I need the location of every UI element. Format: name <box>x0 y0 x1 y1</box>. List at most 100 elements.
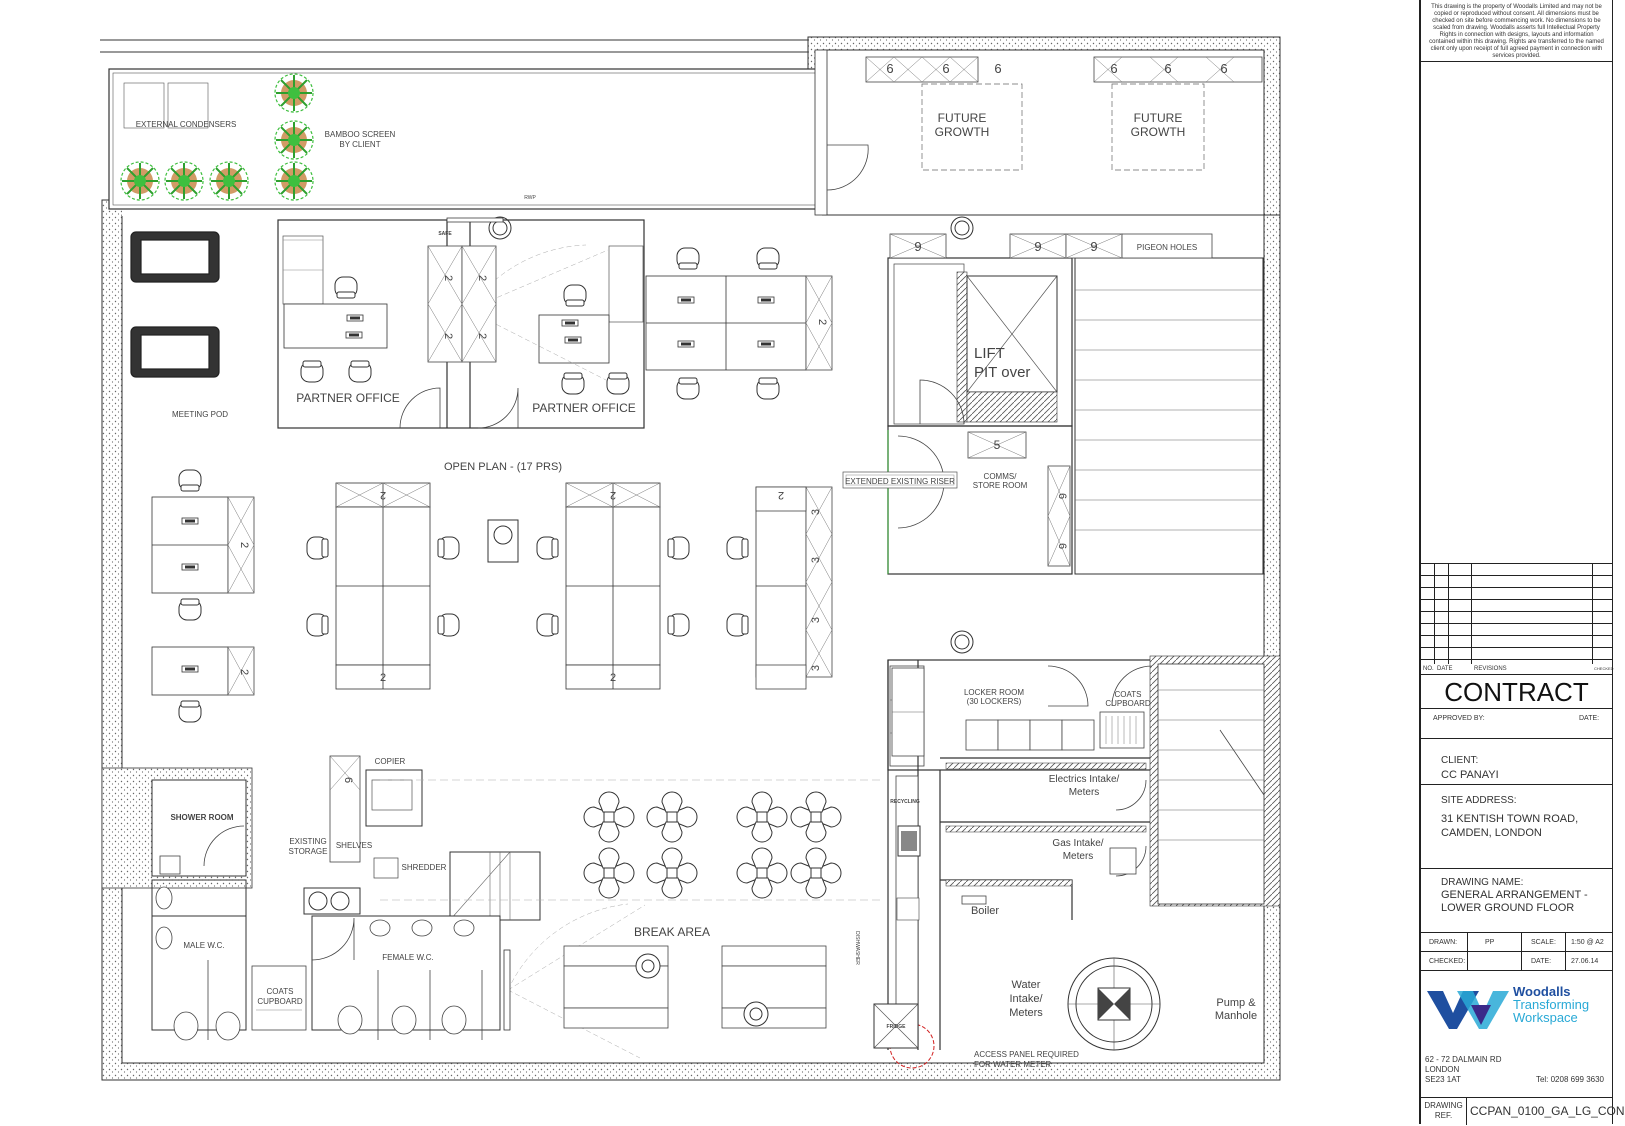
address-line3: SE23 1AT <box>1425 1075 1461 1084</box>
drawing-name-line2: LOWER GROUND FLOOR <box>1441 902 1575 914</box>
fridge-label: FRIDGE <box>887 1024 907 1030</box>
count-tl-3: 6 <box>994 61 1001 76</box>
client-panel: CLIENT: CC PANAYI <box>1421 739 1612 785</box>
scale-value: 1:50 @ A2 <box>1571 939 1604 946</box>
drawing-ref-value: CCPAN_0100_GA_LG_CON <box>1470 1104 1625 1118</box>
lift-storage-count: 9 <box>914 239 921 254</box>
count-tr-2: 6 <box>1164 61 1171 76</box>
date-label: DATE: <box>1531 958 1552 965</box>
count-tr-1: 6 <box>1110 61 1117 76</box>
recycling-label: RECYCLING <box>890 799 920 805</box>
coats-cupboard-2-label-1: COATS <box>267 987 294 996</box>
site-address-label: SITE ADDRESS: <box>1441 795 1517 806</box>
company-panel: Woodalls Transforming Workspace 62 - 72 … <box>1421 971 1612 1095</box>
rwp-label: RWP <box>524 195 536 201</box>
existing-storage-label-1: EXISTING <box>289 837 326 846</box>
drawing-name-line1: GENERAL ARRANGEMENT - <box>1441 889 1588 901</box>
pump-label-2: Manhole <box>1215 1010 1257 1022</box>
extended-riser-label: EXTENDED EXISTING RISER <box>845 477 955 486</box>
future-growth-2-line2: GROWTH <box>1131 125 1186 139</box>
approved-by-label: APPROVED BY: <box>1433 715 1485 722</box>
pigeon-count-1: 9 <box>1034 239 1041 254</box>
comms-label-2: STORE ROOM <box>973 481 1028 490</box>
desk-end-count-2: 2 <box>238 542 250 548</box>
contract-status: CONTRACT <box>1444 677 1589 707</box>
pigeon-count-2: 9 <box>1090 239 1097 254</box>
floor-plan: EXTERNAL CONDENSERS BAMBOO SCREEN BY CLI… <box>100 36 1281 1081</box>
shower-room-label: SHOWER ROOM <box>170 813 233 822</box>
rev-revisions-header: REVISIONS <box>1474 666 1507 672</box>
comms-label-1: COMMS/ <box>984 472 1018 481</box>
desk-end-count-12: 3 <box>810 665 822 671</box>
locker-room-label-1: LOCKER ROOM <box>964 688 1024 697</box>
title-block: This drawing is the property of Woodalls… <box>1419 0 1625 1125</box>
water-label-3: Meters <box>1009 1007 1043 1019</box>
coats-cupboard-1-label-1: COATS <box>1115 690 1142 699</box>
scale-label: SCALE: <box>1531 939 1556 946</box>
pump-label-1: Pump & <box>1216 997 1256 1009</box>
pigeon-holes-label: PIGEON HOLES <box>1137 243 1197 252</box>
bamboo-screen-label-2: BY CLIENT <box>339 140 380 149</box>
date-value: 27.06.14 <box>1571 958 1599 965</box>
drawing-ref-label: DRAWING REF. <box>1421 1098 1467 1125</box>
safe-count-1: 2 <box>442 275 454 281</box>
shelves-label: SHELVES <box>336 841 372 850</box>
partner-office-1-label: PARTNER OFFICE <box>296 391 400 405</box>
client-name: CC PANAYI <box>1441 769 1499 781</box>
ownership-notice: This drawing is the property of Woodalls… <box>1429 4 1604 59</box>
partner-office-2-label: PARTNER OFFICE <box>532 401 636 415</box>
desk-end-count-9: 3 <box>810 509 822 515</box>
logo-wordmark: Woodalls <box>1513 984 1571 999</box>
riser-count-1: 6 <box>1056 493 1068 499</box>
revisions-header: NO. DATE REVISIONS CHECKED <box>1421 663 1614 675</box>
rev-check-header: CHECKED <box>1594 666 1614 671</box>
gas-label-1: Gas Intake/ <box>1052 838 1103 849</box>
address-line2: LONDON <box>1425 1065 1460 1074</box>
desk-end-count-8: 2 <box>778 489 784 501</box>
desk-end-count-3: 2 <box>238 669 250 675</box>
existing-storage-label-2: STORAGE <box>289 847 328 856</box>
meeting-pod-label: MEETING POD <box>172 410 228 419</box>
safe-count-4: 2 <box>476 333 488 339</box>
locker-room-label-2: (30 LOCKERS) <box>967 697 1022 706</box>
logo-tagline-1: Transforming <box>1513 997 1590 1012</box>
checked-row: CHECKED: DATE: 27.06.14 <box>1421 952 1612 971</box>
female-wc-label: FEMALE W.C. <box>382 953 434 962</box>
site-address-line1: 31 KENTISH TOWN ROAD, <box>1441 813 1579 825</box>
water-label-2: Intake/ <box>1009 993 1043 1005</box>
checked-label: CHECKED: <box>1429 958 1466 965</box>
riser-count-2: 6 <box>1056 543 1068 549</box>
desk-end-count-1: 2 <box>816 319 828 325</box>
desk-end-count-6: 2 <box>610 489 616 501</box>
drawn-value: PP <box>1485 939 1495 946</box>
client-label: CLIENT: <box>1441 755 1479 766</box>
future-growth-1-line1: FUTURE <box>938 111 987 125</box>
company-address: 62 - 72 DALMAIN RD LONDON SE23 1AT <box>1425 1055 1501 1085</box>
electrics-label-2: Meters <box>1069 787 1100 798</box>
approval-date-label: DATE: <box>1579 715 1600 722</box>
desk-end-count-4: 2 <box>380 489 386 501</box>
approval-panel: APPROVED BY: DATE: <box>1421 709 1612 739</box>
external-condensers-label: EXTERNAL CONDENSERS <box>136 120 237 129</box>
count-tr-3: 6 <box>1220 61 1227 76</box>
electrics-label-1: Electrics Intake/ <box>1049 774 1120 785</box>
site-panel: SITE ADDRESS: 31 KENTISH TOWN ROAD, CAMD… <box>1421 785 1612 869</box>
desk-end-count-5: 2 <box>380 672 386 684</box>
drawing-ref-row: DRAWING REF. CCPAN_0100_GA_LG_CON <box>1421 1097 1625 1125</box>
coats-cupboard-2-label-2: CUPBOARD <box>257 997 303 1006</box>
safe-label: SAFE <box>438 231 452 237</box>
revisions-grid <box>1421 563 1612 664</box>
drawing-ref-label-1: DRAWING <box>1424 1101 1463 1110</box>
drawing-name-label: DRAWING NAME: <box>1441 877 1524 888</box>
logo-tagline-2: Workspace <box>1513 1010 1578 1025</box>
access-panel-label-2: FOR WATER METER <box>974 1060 1052 1069</box>
safe-count-2: 2 <box>476 275 488 281</box>
status-panel: CONTRACT <box>1421 675 1612 709</box>
gas-label-2: Meters <box>1063 851 1094 862</box>
address-line1: 62 - 72 DALMAIN RD <box>1425 1055 1502 1064</box>
count-tl-1: 6 <box>886 61 893 76</box>
future-growth-1-line2: GROWTH <box>935 125 990 139</box>
company-phone: Tel: 0208 699 3630 <box>1535 1075 1604 1084</box>
woodalls-logo-icon <box>1427 991 1509 1029</box>
dishwasher-label: DISHWASHER <box>854 931 860 965</box>
